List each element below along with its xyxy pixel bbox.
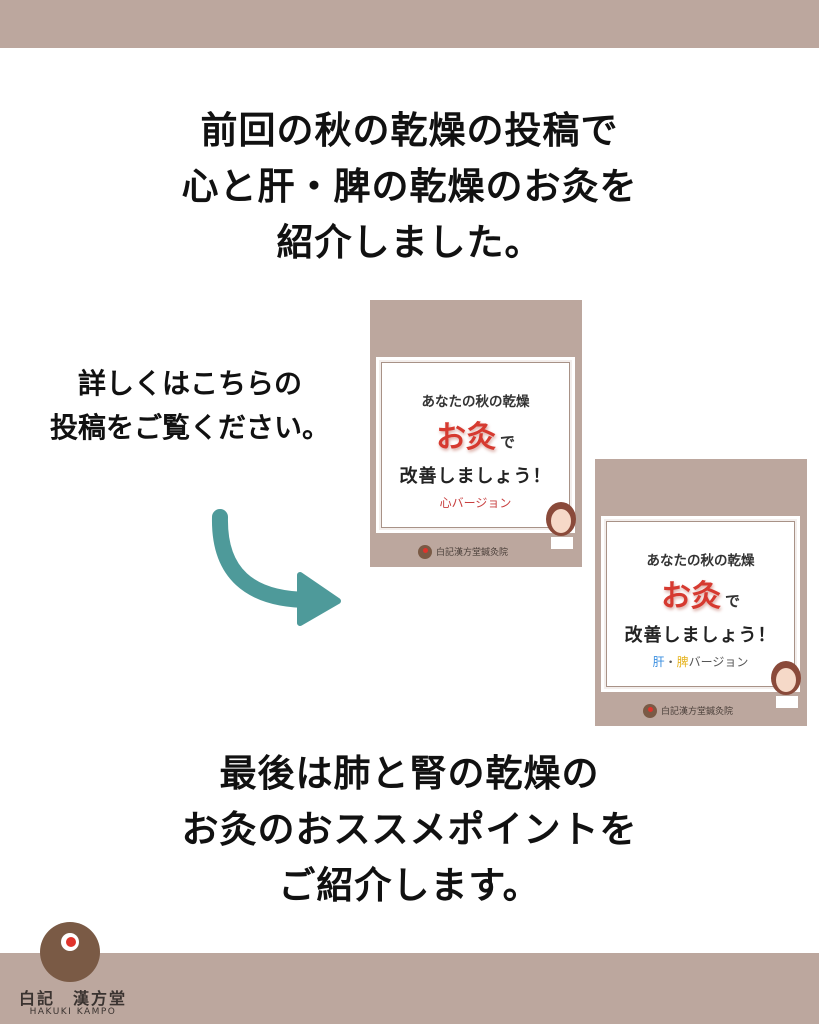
side-line: 詳しくはこちらの (77, 367, 302, 400)
bottom-band (0, 953, 819, 1024)
thumb-big: お灸で (660, 579, 740, 614)
closing-heading: 最後は肺と腎の乾燥の お灸のおススメポイントを ご紹介します。 (0, 746, 819, 914)
side-note: 詳しくはこちらの 投稿をご覧ください。 (0, 362, 380, 450)
person-illustration-icon (771, 661, 801, 708)
heading-line: 紹介しました。 (276, 221, 543, 264)
heading-line: 心と肝・脾の乾燥のお灸を (181, 165, 638, 208)
top-band (0, 0, 819, 48)
person-illustration-icon (546, 502, 576, 549)
curved-arrow-icon (211, 509, 341, 626)
thumb-line1: あなたの秋の乾燥 (646, 553, 755, 569)
clinic-logo-icon (418, 545, 432, 559)
thumbnail-card: あなたの秋の乾燥 お灸で 改善しましょう！ 心バージョン (376, 357, 575, 533)
brand-name: 白記 漢方堂 (18, 989, 127, 1008)
brand-logo-icon (40, 922, 100, 982)
side-line: 投稿をご覧ください。 (49, 411, 330, 444)
heading-line: 前回の秋の乾燥の投稿で (200, 109, 619, 152)
intro-heading: 前回の秋の乾燥の投稿で 心と肝・脾の乾燥のお灸を 紹介しました。 (0, 103, 819, 271)
thumb-line1: あなたの秋の乾燥 (421, 394, 530, 410)
heading-line: 最後は肺と腎の乾燥の (219, 752, 600, 795)
clinic-logo-icon (643, 704, 657, 718)
brand-subtitle: HAKUKI KAMPO (29, 1007, 117, 1017)
post-thumbnail-liver-spleen[interactable]: あなたの秋の乾燥 お灸で 改善しましょう！ 肝・脾バージョン 白記漢方堂鍼灸院 (595, 459, 807, 726)
thumb-version: 心バージョン (439, 496, 512, 510)
thumb-line3: 改善しましょう！ (624, 625, 777, 646)
post-thumbnail-heart[interactable]: あなたの秋の乾燥 お灸で 改善しましょう！ 心バージョン 白記漢方堂鍼灸院 (370, 300, 582, 567)
clinic-brand: 白記漢方堂鍼灸院 (643, 704, 733, 718)
thumb-version: 肝・脾バージョン (652, 655, 749, 669)
heading-line: ご紹介します。 (278, 864, 541, 907)
thumbnail-card: あなたの秋の乾燥 お灸で 改善しましょう！ 肝・脾バージョン (601, 516, 800, 692)
thumb-line3: 改善しましょう！ (399, 466, 552, 487)
clinic-brand: 白記漢方堂鍼灸院 (418, 545, 508, 559)
heading-line: お灸のおススメポイントを (181, 808, 638, 851)
thumb-big: お灸で (435, 420, 515, 455)
